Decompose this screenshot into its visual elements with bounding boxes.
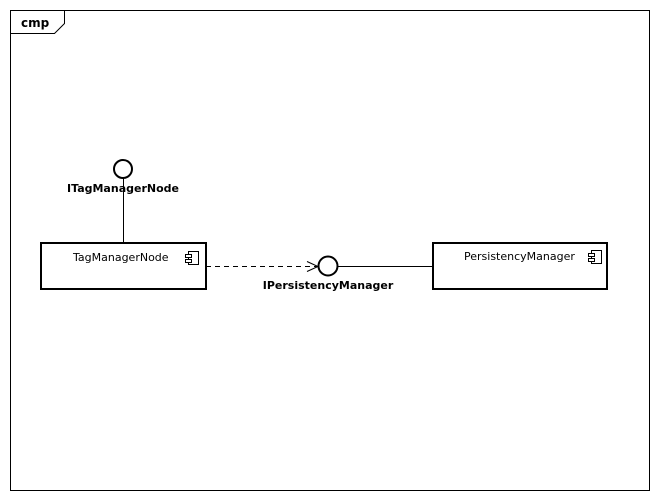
ipersistencymanager-label: IPersistencyManager xyxy=(263,279,394,292)
component-persistencymanager[interactable]: PersistencyManager xyxy=(432,242,608,290)
tagmanagernode-label: TagManagerNode xyxy=(72,251,169,264)
frame-tag-box xyxy=(10,10,65,34)
frame-tag: cmp xyxy=(21,16,50,30)
ipersistencymanager-interface-icon[interactable] xyxy=(317,255,339,277)
component-icon xyxy=(588,250,602,264)
component-tagmanagernode[interactable]: TagManagerNode xyxy=(40,242,207,290)
itagmanagernode-interface-icon[interactable] xyxy=(113,159,133,179)
itagmanagernode-label: ITagManagerNode xyxy=(67,182,179,195)
persistencymanager-label: PersistencyManager xyxy=(464,250,575,263)
component-icon xyxy=(185,251,199,265)
